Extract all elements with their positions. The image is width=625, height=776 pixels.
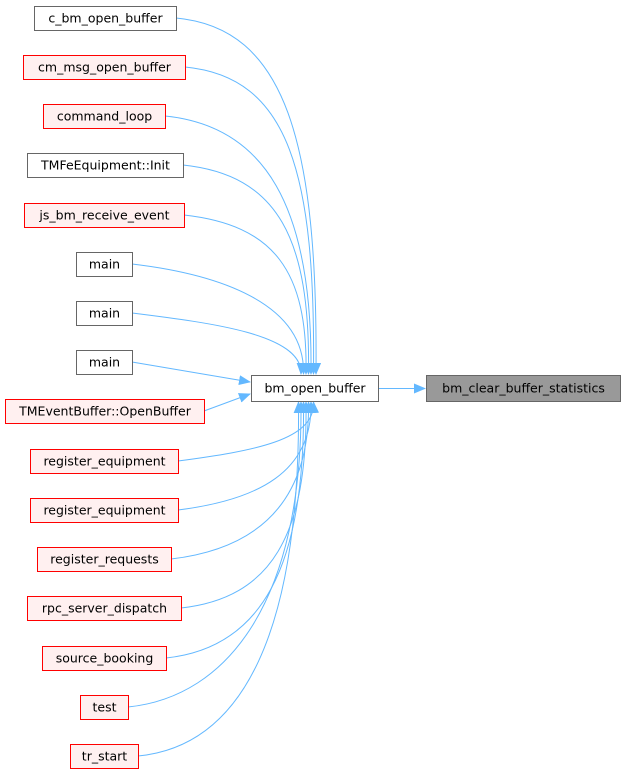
edge-caller-1 <box>184 66 319 375</box>
target-node-box <box>426 375 621 402</box>
edge-caller-4 <box>183 214 312 375</box>
edge-caller-11 <box>170 401 314 560</box>
caller-node-15-label: tr_start <box>82 749 128 764</box>
caller-node-2-box <box>43 104 166 129</box>
caller-node-3-box <box>27 153 184 178</box>
caller-node-9-label: register_equipment <box>43 454 165 469</box>
caller-node-2[interactable]: command_loop <box>43 104 166 129</box>
caller-node-3-label: TMFeEquipment::Init <box>40 158 170 173</box>
caller-node-12[interactable]: rpc_server_dispatch <box>27 596 182 621</box>
edge-caller-13 <box>165 401 309 659</box>
caller-node-10-label: register_equipment <box>43 503 165 518</box>
caller-node-12-label: rpc_server_dispatch <box>42 601 167 616</box>
caller-node-14[interactable]: test <box>80 695 129 720</box>
caller-node-0-label: c_bm_open_buffer <box>48 11 163 26</box>
target-node[interactable]: bm_clear_buffer_statistics <box>426 375 621 402</box>
caller-node-13[interactable]: source_booking <box>42 646 167 671</box>
caller-node-2-label: command_loop <box>57 109 152 124</box>
caller-node-9-box <box>30 449 179 474</box>
caller-node-8-box <box>5 399 205 424</box>
caller-node-11[interactable]: register_requests <box>37 547 172 572</box>
edge-caller-8 <box>203 393 251 412</box>
caller-node-4-box <box>24 203 185 228</box>
caller-node-15[interactable]: tr_start <box>70 744 139 769</box>
caller-node-14-box <box>80 695 129 720</box>
caller-node-8[interactable]: TMEventBuffer::OpenBuffer <box>5 399 205 424</box>
caller-node-10[interactable]: register_equipment <box>30 498 179 523</box>
caller-node-13-label: source_booking <box>56 651 154 666</box>
caller-node-4[interactable]: js_bm_receive_event <box>24 203 185 228</box>
center-node[interactable]: bm_open_buffer <box>251 375 379 402</box>
caller-node-10-box <box>30 498 179 523</box>
edge-caller-7 <box>131 361 251 386</box>
caller-node-1-label: cm_msg_open_buffer <box>38 60 172 75</box>
edge-caller-15 <box>137 401 304 757</box>
caller-node-11-label: register_requests <box>50 552 158 567</box>
edge-caller-0 <box>175 17 322 375</box>
edge-caller-14 <box>127 401 307 708</box>
caller-node-1[interactable]: cm_msg_open_buffer <box>23 55 186 80</box>
caller-node-6-label: main <box>89 306 120 321</box>
edge-caller-12 <box>180 401 312 609</box>
caller-node-6-box <box>76 301 133 326</box>
caller-node-15-box <box>70 744 139 769</box>
caller-node-7-box <box>76 350 133 375</box>
caller-node-1-box <box>23 55 186 80</box>
caller-node-5-label: main <box>89 257 120 272</box>
caller-node-4-label: js_bm_receive_event <box>38 208 169 223</box>
caller-node-12-box <box>27 596 182 621</box>
caller-node-3[interactable]: TMFeEquipment::Init <box>27 153 184 178</box>
caller-node-0-box <box>34 6 177 31</box>
edge-caller-10 <box>177 401 317 511</box>
edge-caller-3 <box>182 164 314 375</box>
caller-node-6[interactable]: main <box>76 301 133 326</box>
edges <box>127 17 426 757</box>
caller-node-0[interactable]: c_bm_open_buffer <box>34 6 177 31</box>
caller-node-14-label: test <box>92 700 116 715</box>
caller-node-5[interactable]: main <box>76 252 133 277</box>
caller-node-7[interactable]: main <box>76 350 133 375</box>
caller-node-9[interactable]: register_equipment <box>30 449 179 474</box>
edge-caller-9 <box>177 401 320 462</box>
edge-caller-2 <box>164 115 317 375</box>
caller-node-8-label: TMEventBuffer::OpenBuffer <box>18 404 192 419</box>
caller-node-11-box <box>37 547 172 572</box>
caller-node-13-box <box>42 646 167 671</box>
caller-node-5-box <box>76 252 133 277</box>
edge-caller-6 <box>131 312 307 375</box>
center-node-label: bm_open_buffer <box>264 381 366 396</box>
nodes: c_bm_open_buffer cm_msg_open_buffercomman… <box>5 6 621 769</box>
edge-caller-5 <box>131 263 309 375</box>
center-node-box <box>251 375 379 402</box>
target-node-label: bm_clear_buffer_statistics <box>442 381 605 396</box>
caller-node-7-label: main <box>89 355 120 370</box>
